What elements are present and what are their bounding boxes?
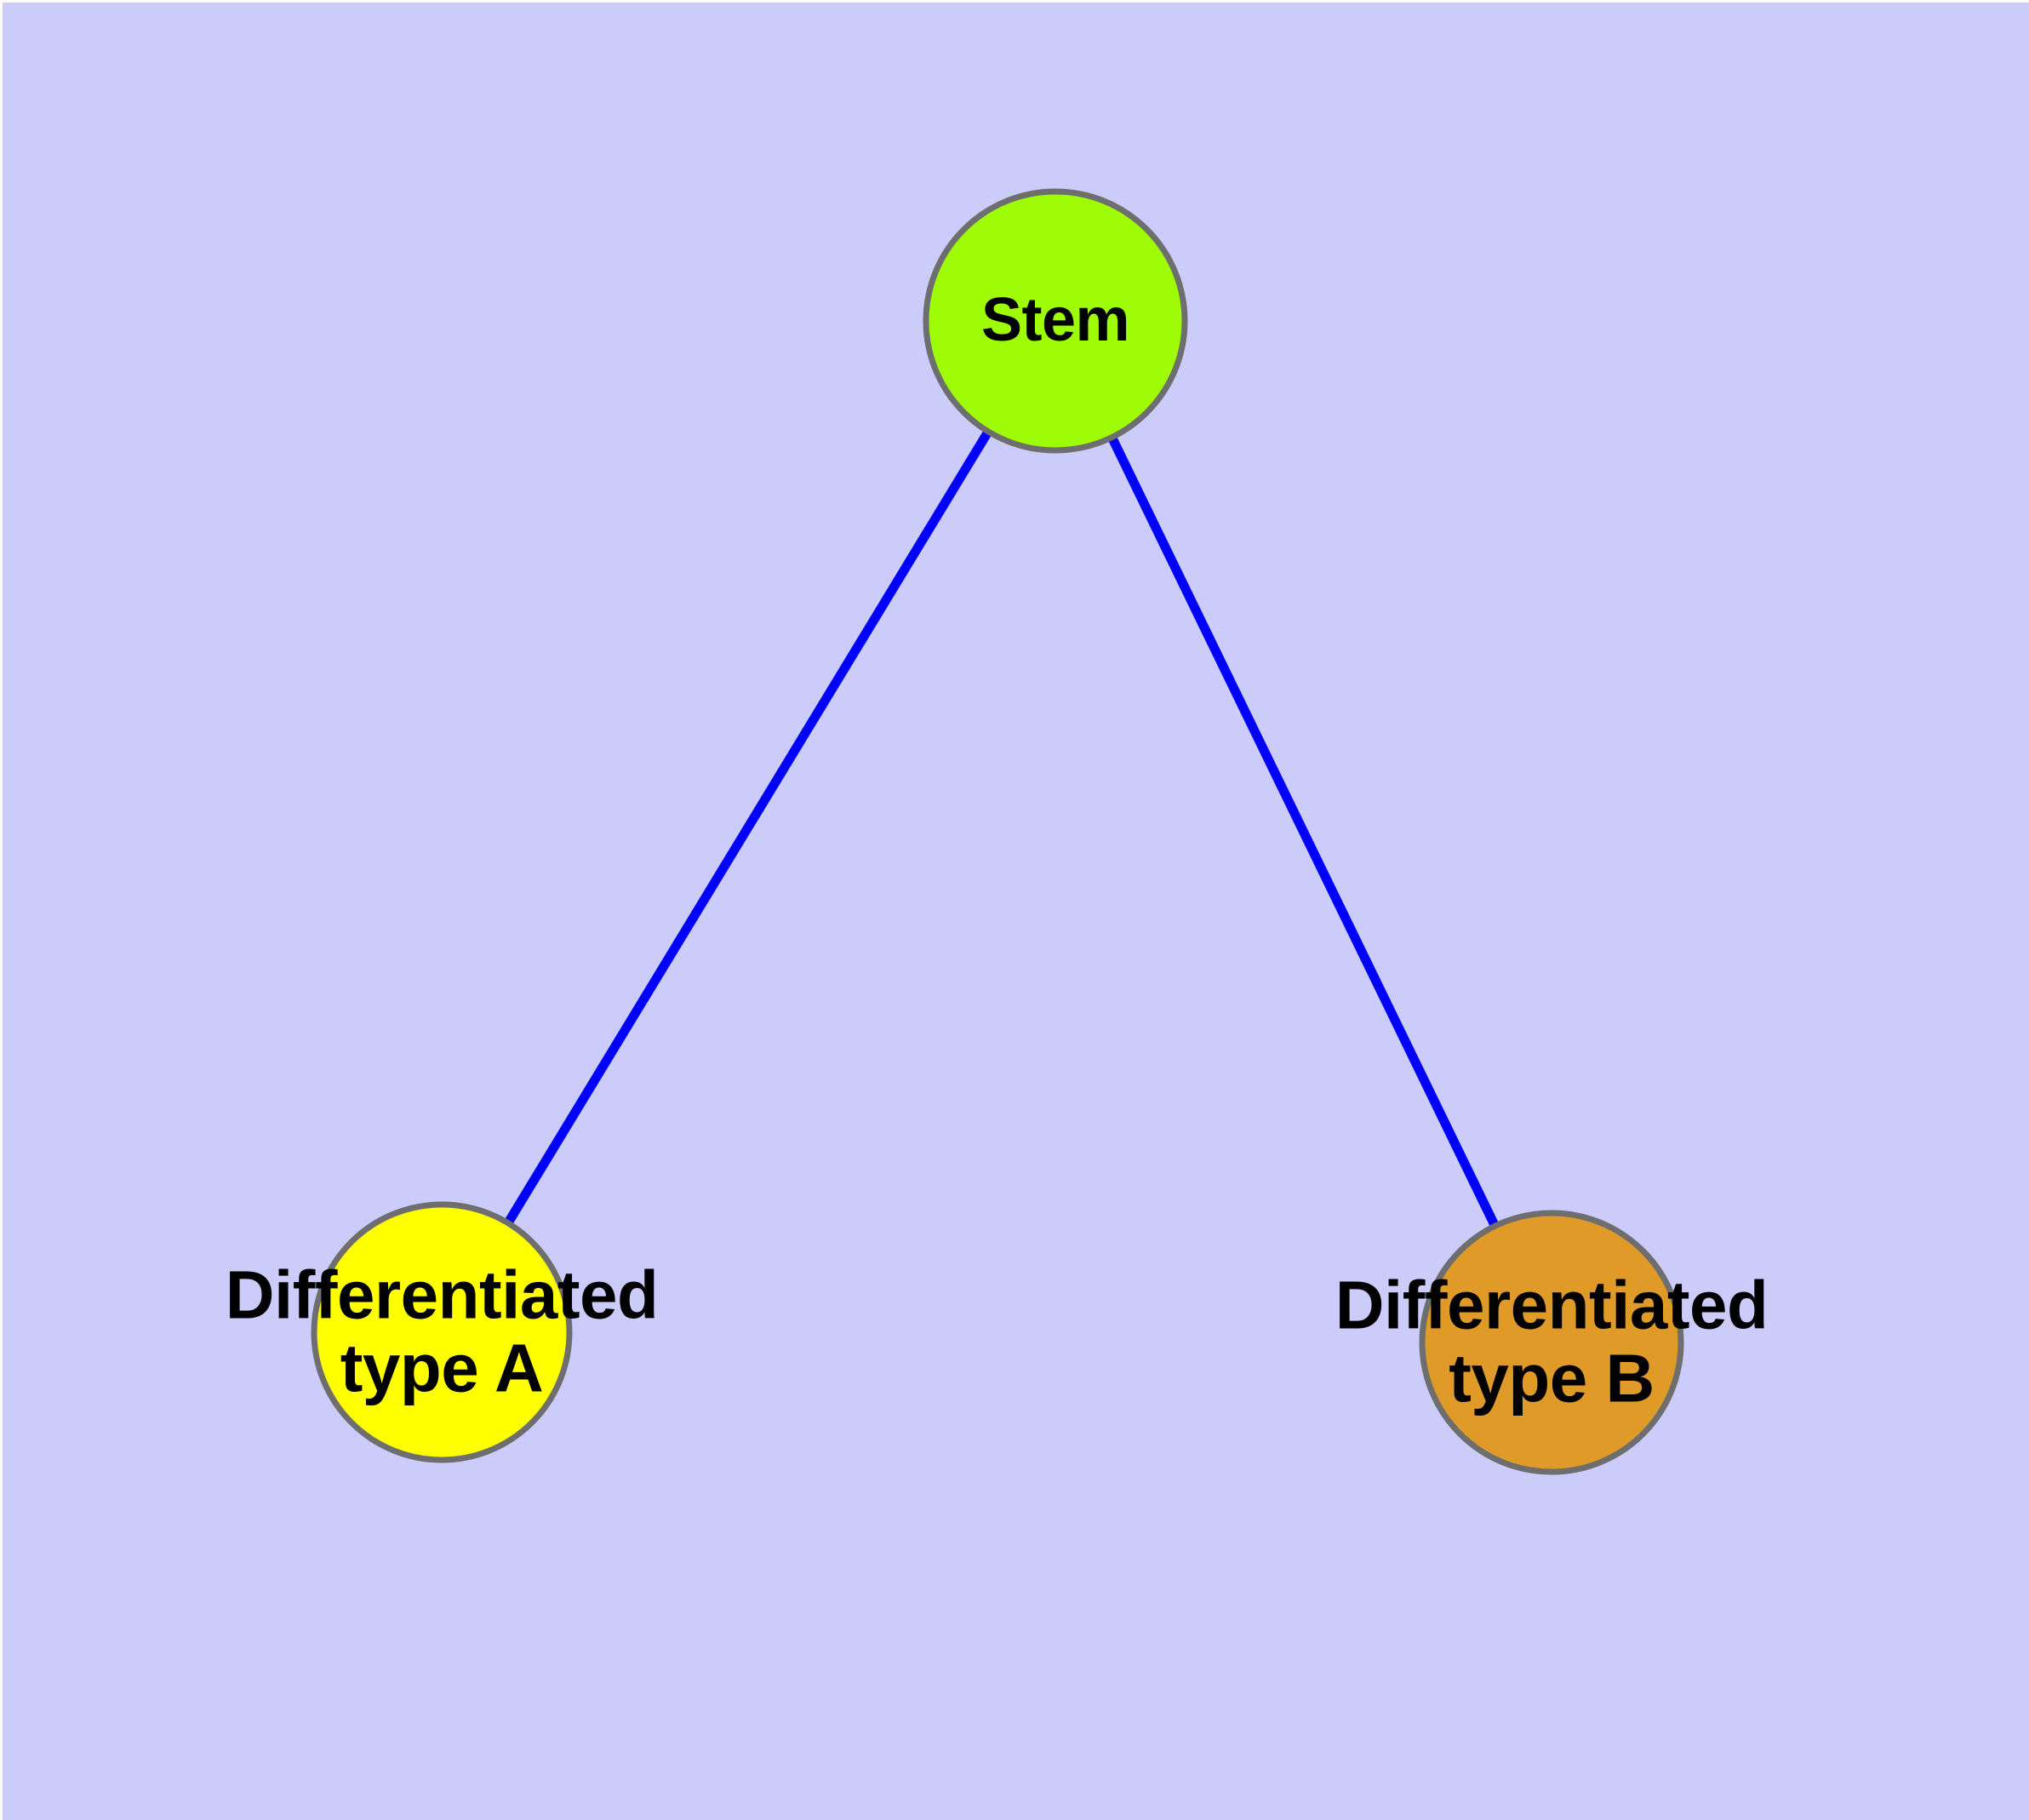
edge-stem-diff-a[interactable] bbox=[437, 318, 1060, 1335]
node-diff_a[interactable] bbox=[311, 1201, 573, 1463]
nodes-layer bbox=[311, 188, 1684, 1475]
node-stem[interactable] bbox=[923, 188, 1188, 454]
edges-layer bbox=[437, 318, 1556, 1345]
edge-stem-diff-b[interactable] bbox=[1051, 318, 1556, 1345]
graph-svg bbox=[311, 188, 1684, 1475]
node-diff_b[interactable] bbox=[1419, 1210, 1684, 1475]
